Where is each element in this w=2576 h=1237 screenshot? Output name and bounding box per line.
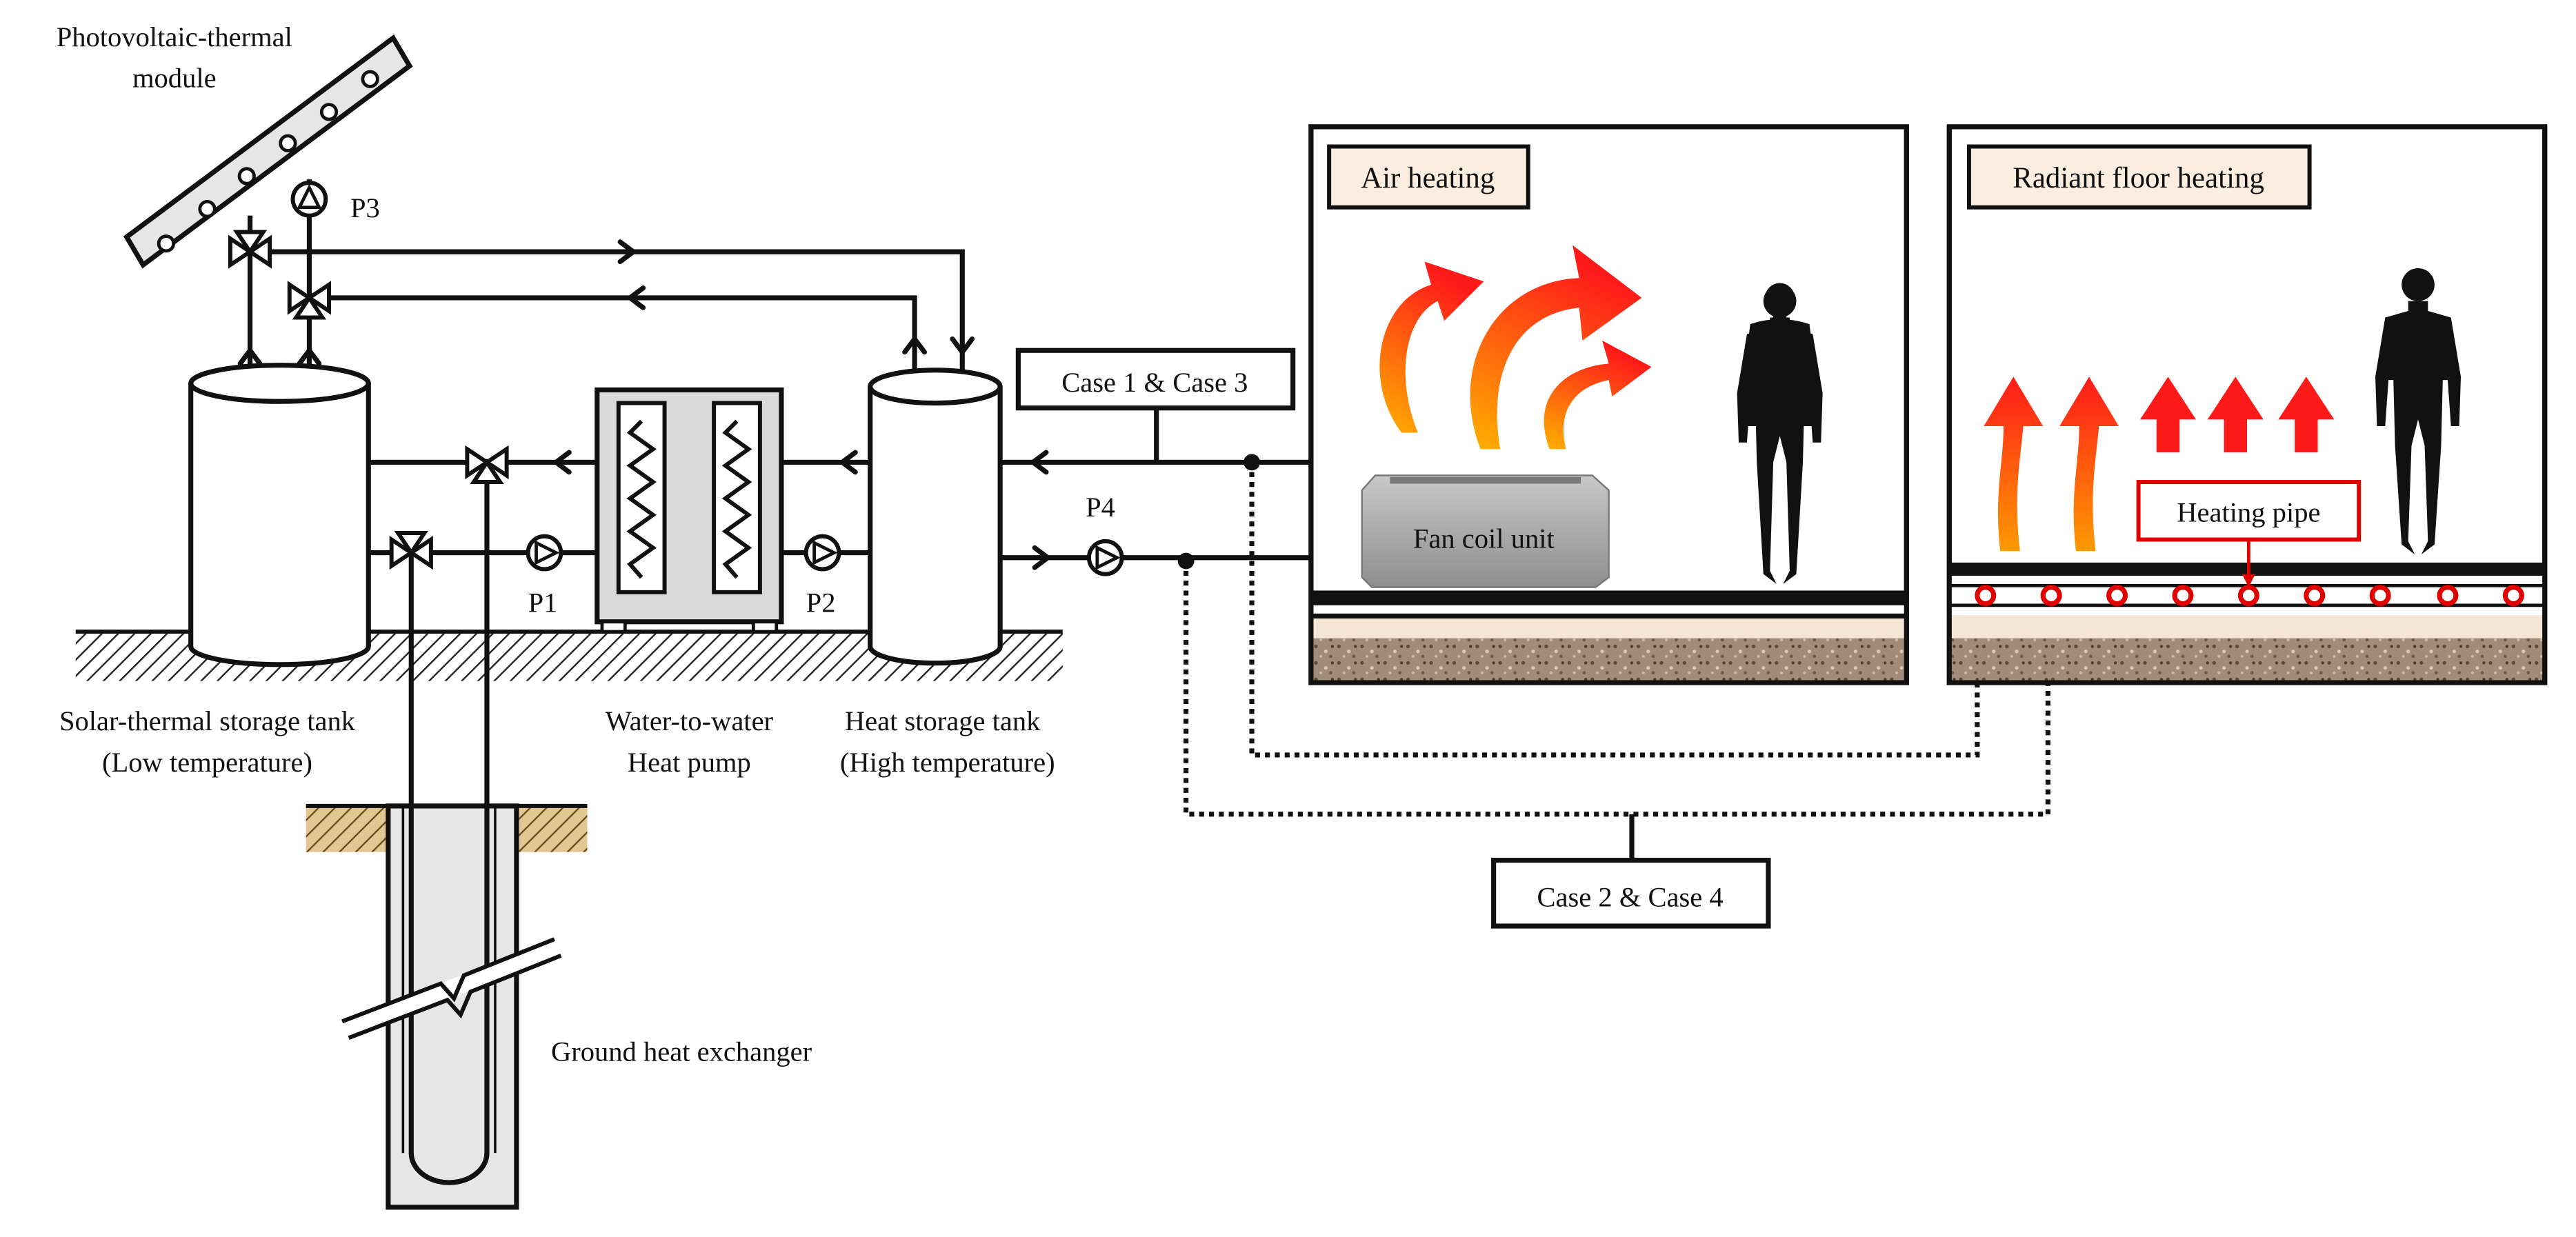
fan-coil-unit	[1361, 474, 1610, 588]
ground-hx-label: Ground heat exchanger	[551, 1036, 812, 1067]
heat-pump-label-1: Water-to-water	[606, 705, 774, 736]
heating-pipe-callout	[2136, 480, 2362, 587]
pump-p4	[1086, 539, 1124, 576]
case-24-piping	[1184, 462, 2050, 817]
heating-pipe-markers	[1975, 585, 2524, 607]
pump-p3	[290, 180, 328, 218]
case-24-box	[1491, 858, 1771, 929]
solar-tank-label-2: (Low temperature)	[102, 747, 312, 778]
solar-thermal-tank	[188, 363, 371, 667]
warm-air-arrows	[1379, 245, 1652, 450]
case-13-box	[1015, 348, 1296, 411]
heat-pump-label-2: Heat pump	[628, 747, 751, 778]
pump-p2-label: P2	[806, 587, 836, 618]
case-24-label: Case 2 & Case 4	[1537, 881, 1724, 912]
air-heating-tag	[1327, 144, 1530, 210]
solar-tank-label-1: Solar-thermal storage tank	[59, 705, 356, 736]
heat-storage-tank	[868, 368, 1003, 666]
junction-dot	[1177, 552, 1195, 570]
radiant-floor-label: Radiant floor heating	[2013, 162, 2264, 194]
person-icon	[2375, 268, 2462, 554]
pump-p3-label: P3	[350, 192, 380, 223]
air-heating-label: Air heating	[1361, 162, 1495, 194]
radiant-floor-tag	[1966, 144, 2312, 210]
heat-tank-label-2: (High temperature)	[840, 747, 1055, 778]
pump-p1	[526, 534, 563, 572]
heating-pipe-label: Heating pipe	[2177, 496, 2320, 527]
heat-tank-label-1: Heat storage tank	[845, 705, 1041, 736]
case-13-label: Case 1 & Case 3	[1061, 367, 1248, 398]
air-heating-room	[1308, 124, 1909, 685]
pump-p4-label: P4	[1086, 492, 1115, 523]
pvt-module-label-1: Photovoltaic-thermal	[57, 21, 292, 52]
pump-p2	[803, 534, 841, 572]
fan-coil-label: Fan coil unit	[1413, 523, 1555, 554]
three-way-valves	[228, 230, 509, 570]
heat-pump	[595, 387, 784, 634]
pvt-module	[123, 34, 413, 269]
pvt-module-label-2: module	[132, 63, 217, 94]
pump-p1-label: P1	[528, 587, 558, 618]
rising-heat-arrows	[1984, 376, 2335, 552]
ground-heat-exchanger	[306, 803, 588, 1210]
person-icon	[1737, 284, 1823, 584]
junction-dot	[1244, 454, 1260, 471]
